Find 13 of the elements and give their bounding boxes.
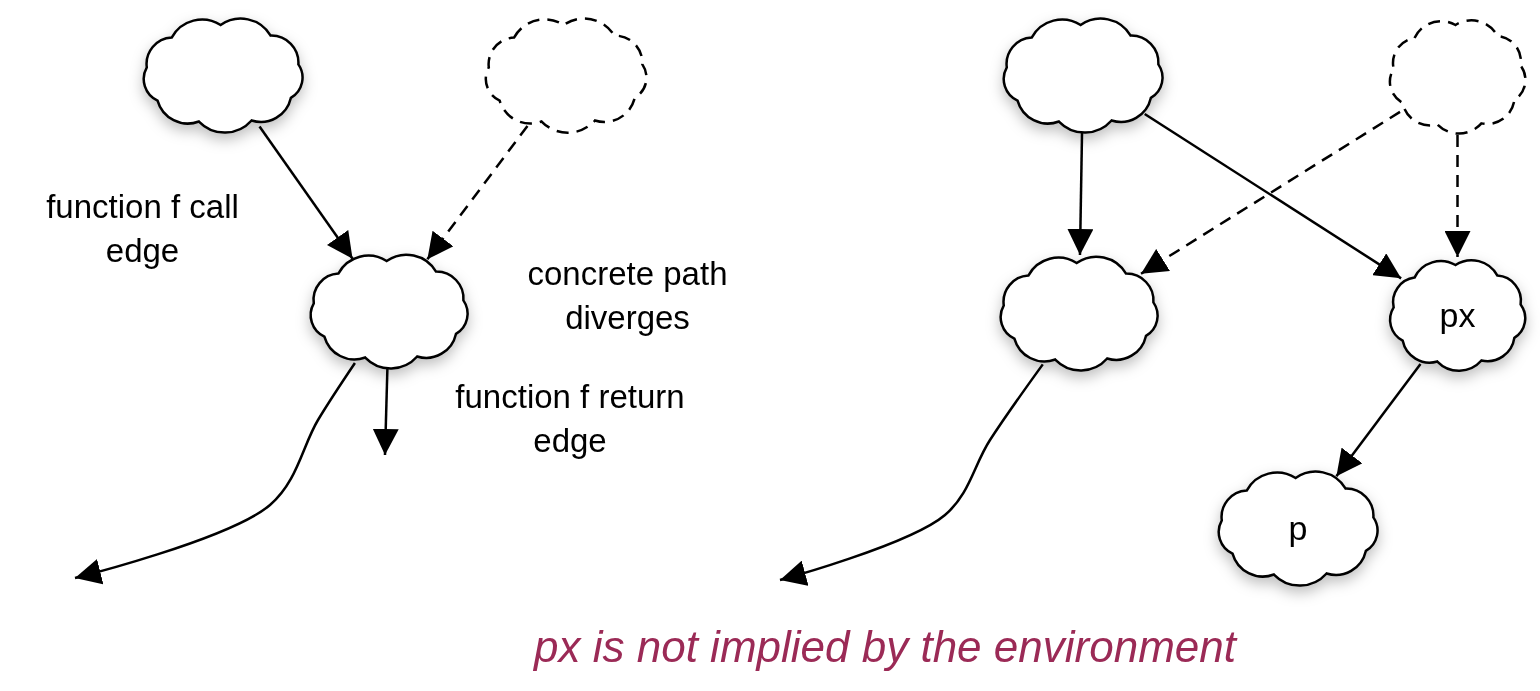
node-label: px <box>1438 295 1477 334</box>
edge-label: function f return edge <box>454 377 686 461</box>
arrow <box>1335 363 1422 477</box>
arrow <box>372 367 399 456</box>
arrow <box>1444 135 1471 257</box>
arrow <box>426 125 529 261</box>
edge-label: function f call edge <box>45 187 240 271</box>
node-label: p <box>1287 508 1309 547</box>
arrow <box>258 125 354 260</box>
annotation-text: concrete path diverges <box>526 254 729 338</box>
arrow <box>74 362 356 585</box>
arrow <box>779 363 1044 586</box>
caption: px is not implied by the environment <box>532 622 1239 672</box>
